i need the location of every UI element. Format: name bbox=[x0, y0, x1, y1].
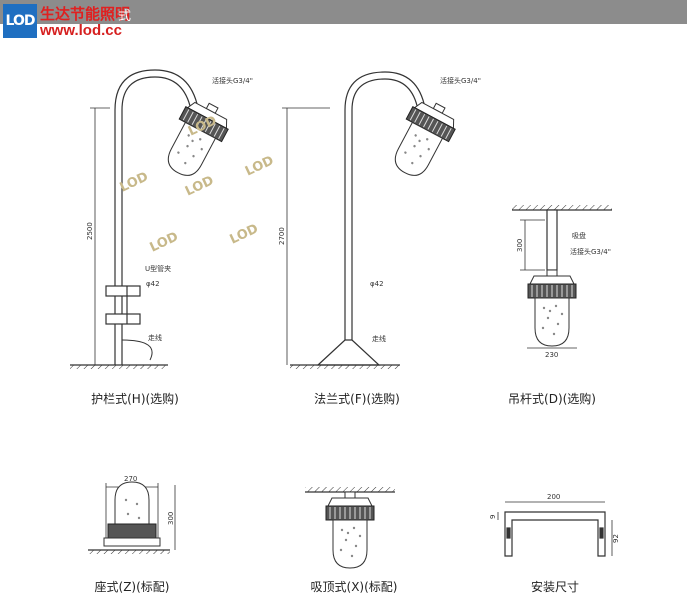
pendant-width-label: 230 bbox=[545, 351, 558, 359]
ceiling-diagram bbox=[305, 487, 395, 493]
guardrail-clamp-label: U型管夹 bbox=[145, 264, 171, 273]
lod-logo: LOD bbox=[3, 4, 37, 38]
flange-lamp bbox=[383, 93, 463, 185]
flange-diagram bbox=[282, 71, 426, 369]
company-name: 生达节能照明 bbox=[40, 5, 131, 23]
guardrail-lamp bbox=[156, 93, 236, 185]
flange-wire-label: 走线 bbox=[372, 334, 386, 343]
watermark-2: LOD bbox=[183, 173, 216, 199]
seat-lamp bbox=[103, 481, 161, 547]
mounting-diagram bbox=[497, 501, 613, 557]
caption-pendant: 吊杆式(D)(选购) bbox=[508, 392, 596, 406]
guardrail-fitting-label: 活接头G3/4" bbox=[212, 76, 253, 85]
watermark-3: LOD bbox=[243, 153, 276, 179]
caption-mounting: 安装尺寸 bbox=[530, 580, 580, 594]
mounting-height-label: 92 bbox=[612, 534, 620, 543]
flange-height-label: 2700 bbox=[278, 227, 286, 245]
guardrail-wire-label: 走线 bbox=[148, 333, 162, 342]
ceiling-lamp bbox=[325, 491, 375, 569]
pendant-height-label: 300 bbox=[516, 239, 524, 252]
flange-pipe-label: φ42 bbox=[370, 280, 384, 288]
guardrail-pipe-label: φ42 bbox=[146, 280, 160, 288]
flange-fitting-label: 活接头G3/4" bbox=[440, 76, 481, 85]
pendant-lamp bbox=[527, 269, 577, 347]
guardrail-diagram bbox=[70, 69, 199, 369]
watermark-5: LOD bbox=[228, 221, 261, 247]
company-url[interactable]: www.lod.cc bbox=[40, 22, 122, 39]
header-bar bbox=[0, 0, 687, 24]
seat-width-label: 270 bbox=[124, 475, 137, 483]
guardrail-height-label: 2500 bbox=[86, 222, 94, 240]
header-title-fragment: 式 bbox=[118, 9, 132, 24]
pendant-rod-label: 吸盘 bbox=[572, 231, 586, 240]
caption-ceiling: 吸顶式(X)(标配) bbox=[310, 580, 398, 594]
caption-guardrail: 护栏式(H)(选购) bbox=[91, 392, 179, 406]
watermark-4: LOD bbox=[148, 229, 181, 255]
mounting-offset-label: 9 bbox=[489, 515, 497, 519]
mounting-width-label: 200 bbox=[547, 493, 560, 501]
caption-flange: 法兰式(F)(选购) bbox=[314, 392, 400, 406]
seat-height-label: 300 bbox=[167, 512, 175, 525]
pendant-fitting-label: 活接头G3/4" bbox=[570, 247, 611, 256]
caption-seat: 座式(Z)(标配) bbox=[94, 580, 170, 594]
